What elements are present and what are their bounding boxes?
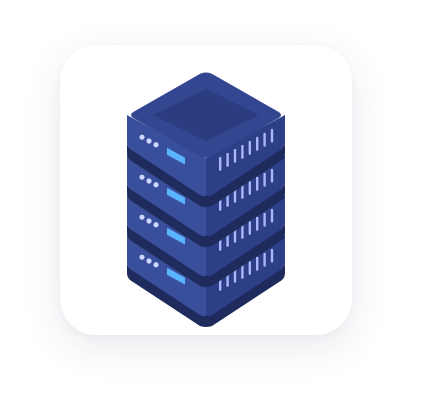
led-dots <box>139 214 159 228</box>
unit-gap <box>127 265 285 327</box>
led-dot <box>139 174 145 180</box>
vent-slit <box>226 272 229 287</box>
unit-gap <box>127 185 285 247</box>
led-dot <box>153 262 159 268</box>
led-dot <box>139 134 145 140</box>
vent-slit <box>270 248 274 263</box>
vent-slit <box>263 132 266 147</box>
display-slot <box>167 227 185 245</box>
led-dot <box>139 254 145 260</box>
server-unit <box>127 115 285 207</box>
led-dot <box>146 138 152 144</box>
unit-front-face <box>127 235 206 317</box>
vent-slit <box>256 136 259 151</box>
vent-slit <box>263 252 266 267</box>
vent-slit <box>270 128 274 143</box>
led-dot <box>139 214 145 220</box>
vent-slit <box>256 216 259 231</box>
vent-slits <box>219 208 274 251</box>
vent-slit <box>233 148 237 163</box>
vent-slit <box>248 260 251 275</box>
led-dots <box>139 254 159 268</box>
vent-slit <box>263 212 266 227</box>
led-dots <box>139 134 159 148</box>
display-slot <box>167 147 185 165</box>
server-unit <box>127 195 285 287</box>
vent-slit <box>241 224 244 239</box>
vent-slit <box>226 232 229 247</box>
led-dot <box>153 222 159 228</box>
unit-front-face <box>127 195 206 277</box>
vent-slit <box>241 144 244 159</box>
unit-gap <box>127 145 285 207</box>
vent-slit <box>256 256 259 271</box>
vent-slit <box>256 176 259 191</box>
vent-slit <box>219 156 222 171</box>
led-dot <box>146 258 152 264</box>
vent-slit <box>233 188 237 203</box>
vent-slit <box>241 184 244 199</box>
display-slot <box>167 267 185 285</box>
led-dot <box>153 142 159 148</box>
vent-slit <box>270 168 274 183</box>
vent-slit <box>233 228 237 243</box>
server-unit <box>127 155 285 247</box>
vent-slit <box>226 192 229 207</box>
lid-inset-panel <box>153 89 259 141</box>
vent-slit <box>263 172 266 187</box>
unit-front-face <box>127 115 206 197</box>
vent-slit <box>248 220 251 235</box>
vent-slit <box>270 208 274 223</box>
display-slot <box>167 187 185 205</box>
led-dots <box>139 174 159 188</box>
led-dot <box>153 182 159 188</box>
unit-front-face <box>127 155 206 237</box>
vent-slits <box>219 128 274 171</box>
vent-slit <box>241 264 244 279</box>
vent-slit <box>248 140 251 155</box>
unit-gap <box>127 225 285 287</box>
led-dot <box>146 178 152 184</box>
led-dot <box>146 218 152 224</box>
vent-slit <box>248 180 251 195</box>
vent-slit <box>226 152 229 167</box>
vent-slit <box>233 268 237 283</box>
vent-slits <box>219 168 274 211</box>
